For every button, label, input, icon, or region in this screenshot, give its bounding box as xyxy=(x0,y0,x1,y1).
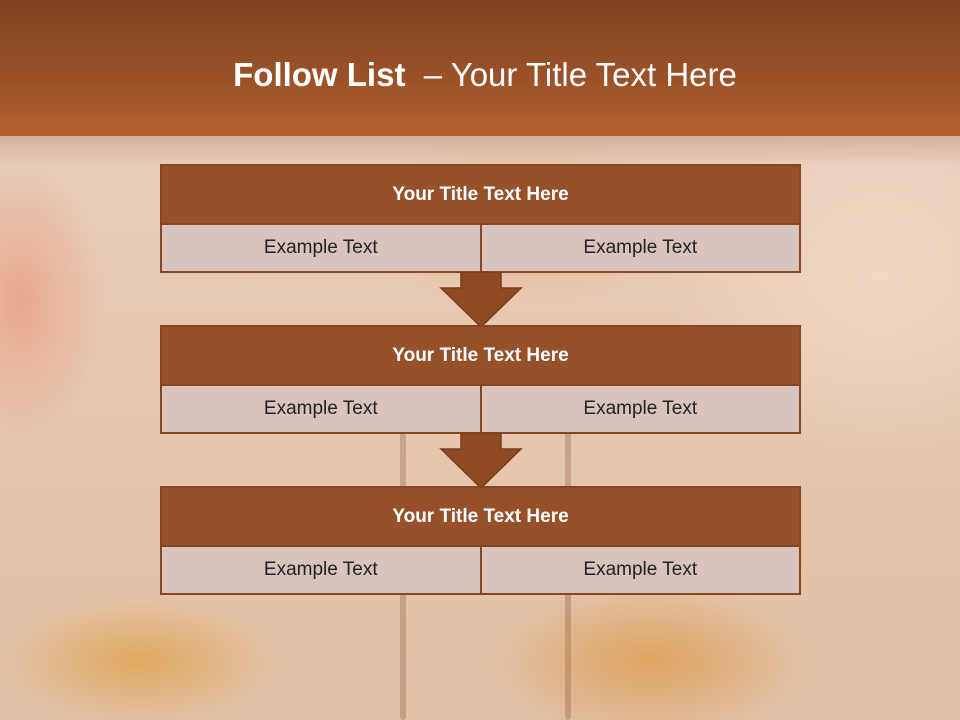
down-arrow-icon xyxy=(439,433,523,489)
step-title: Your Title Text Here xyxy=(162,166,799,225)
step-title: Your Title Text Here xyxy=(162,327,799,386)
step-row: Example Text Example Text xyxy=(162,225,799,271)
step-box-3: Your Title Text Here Example Text Exampl… xyxy=(160,486,801,595)
step-cell-right: Example Text xyxy=(479,386,799,432)
step-cell-left: Example Text xyxy=(162,547,480,593)
step-cell-left: Example Text xyxy=(162,225,480,271)
slide-title-rest: – Your Title Text Here xyxy=(405,56,737,93)
step-cell-right: Example Text xyxy=(479,225,799,271)
step-box-2: Your Title Text Here Example Text Exampl… xyxy=(160,325,801,434)
step-cell-right: Example Text xyxy=(479,547,799,593)
slide-title: Follow List – Your Title Text Here xyxy=(0,55,960,95)
step-row: Example Text Example Text xyxy=(162,547,799,593)
step-title: Your Title Text Here xyxy=(162,488,799,547)
step-row: Example Text Example Text xyxy=(162,386,799,432)
step-box-1: Your Title Text Here Example Text Exampl… xyxy=(160,164,801,273)
title-bar-shadow xyxy=(0,136,960,166)
slide-title-bold: Follow List xyxy=(233,56,406,93)
title-bar xyxy=(0,0,960,136)
step-cell-left: Example Text xyxy=(162,386,480,432)
down-arrow-icon xyxy=(439,272,523,328)
